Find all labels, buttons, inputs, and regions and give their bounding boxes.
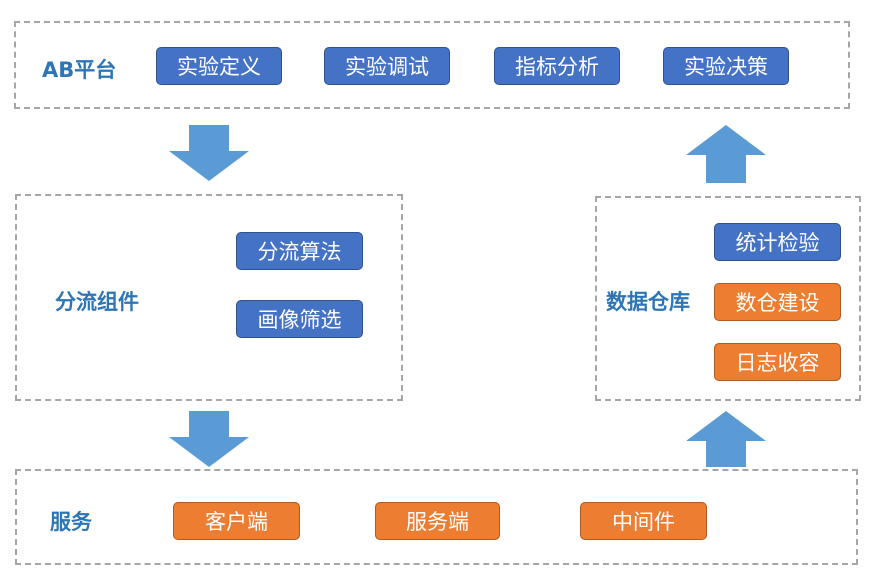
ab-item-metric-analysis: 指标分析	[494, 47, 620, 85]
split-item-algorithm: 分流算法	[236, 232, 363, 270]
ab-platform-label: AB平台	[42, 58, 117, 82]
arrow-down-icon	[169, 125, 249, 181]
arrow-down-icon	[169, 411, 249, 467]
ab-item-experiment-decision: 实验决策	[663, 47, 789, 85]
split-item-profile-filter: 画像筛选	[236, 300, 363, 338]
warehouse-item-statistical-test: 统计检验	[714, 223, 841, 261]
ab-item-experiment-definition: 实验定义	[156, 47, 282, 85]
service-item-client: 客户端	[173, 502, 300, 540]
split-component-label: 分流组件	[55, 290, 139, 314]
warehouse-item-warehouse-building: 数仓建设	[714, 283, 841, 321]
ab-item-experiment-debugging: 实验调试	[324, 47, 450, 85]
warehouse-item-log-collection: 日志收容	[714, 343, 841, 381]
arrow-up-icon	[686, 411, 766, 467]
service-label: 服务	[50, 510, 92, 534]
split-component-group	[15, 194, 403, 401]
service-item-middleware: 中间件	[580, 502, 707, 540]
arrow-up-icon	[686, 125, 766, 183]
service-item-server: 服务端	[375, 502, 500, 540]
data-warehouse-label: 数据仓库	[606, 290, 690, 314]
